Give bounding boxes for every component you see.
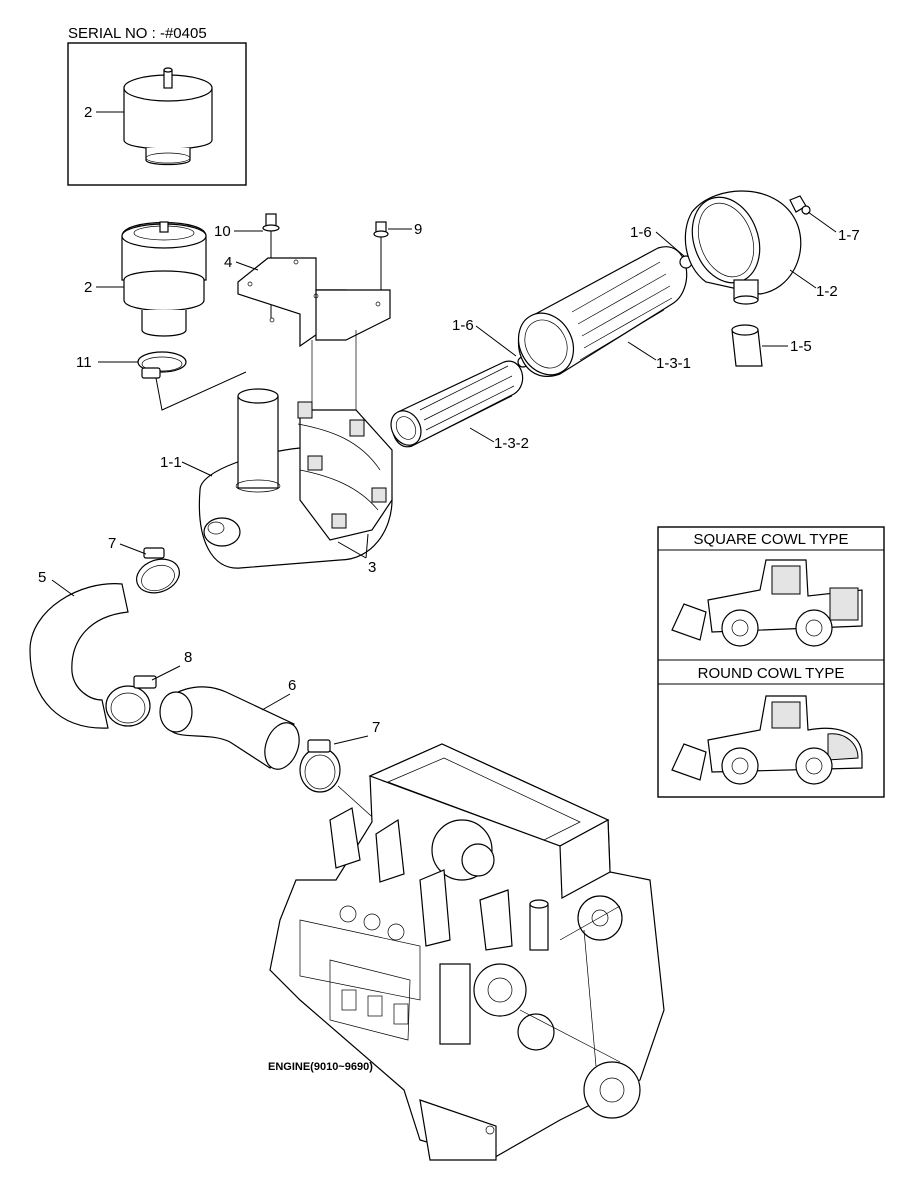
serial-label: SERIAL NO : -#0405: [68, 25, 207, 42]
callout-7-lower: 7: [372, 719, 380, 736]
bolt-9: [373, 221, 389, 238]
callout-10: 10: [214, 223, 231, 240]
precleaner-cap-inset: [123, 67, 213, 166]
callout-5: 5: [38, 569, 46, 586]
round-cowl-title: ROUND COWL TYPE: [698, 665, 845, 682]
square-cowl-loader: [671, 559, 863, 647]
clamp-7-lower: [299, 739, 341, 793]
callout-1-1: 1-1: [160, 454, 182, 471]
clamp-11: [137, 351, 187, 379]
clamp-7-upper: [136, 547, 180, 594]
wing-nut-1-7: [789, 195, 811, 215]
round-cowl-loader: [671, 695, 863, 785]
callout-3: 3: [368, 559, 376, 576]
callout-11: 11: [76, 354, 92, 371]
filter-element-1-3-2: [390, 356, 529, 448]
callout-6: 6: [288, 677, 296, 694]
callout-1-3-1: 1-3-1: [656, 355, 691, 372]
hose-6: [159, 686, 300, 770]
callout-2: 2: [84, 279, 92, 296]
callout-1-7: 1-7: [838, 227, 860, 244]
callout-9: 9: [414, 221, 422, 238]
serial-inset: SERIAL NO : -#0405 2: [67, 25, 247, 186]
callout-2-inset: 2: [84, 104, 92, 121]
bolt-10: [262, 213, 280, 244]
callout-8: 8: [184, 649, 192, 666]
callout-1-6-b: 1-6: [452, 317, 474, 334]
callout-1-3-2: 1-3-2: [494, 435, 529, 452]
callout-1-5: 1-5: [790, 338, 812, 355]
cover-1-2: [684, 190, 802, 305]
precleaner: [121, 221, 207, 337]
clamp-8: [105, 675, 157, 727]
callout-4: 4: [224, 254, 232, 271]
callout-1-6-a: 1-6: [630, 224, 652, 241]
filter-element-1-3-1: [517, 246, 693, 377]
bracket-4: [237, 257, 391, 348]
cowl-type-panel: SQUARE COWL TYPE ROUND COWL TYPE: [657, 526, 885, 798]
hose-5: [29, 583, 129, 729]
callout-1-2: 1-2: [816, 283, 838, 300]
engine: [269, 743, 665, 1161]
vacuator-valve-1-5: [731, 324, 763, 367]
callout-7-upper: 7: [108, 535, 116, 552]
air-cleaner-housing: [198, 388, 393, 569]
square-cowl-title: SQUARE COWL TYPE: [693, 531, 848, 548]
engine-label: ENGINE(9010~9690): [268, 1061, 373, 1073]
serial-inset-frame: [67, 42, 247, 186]
